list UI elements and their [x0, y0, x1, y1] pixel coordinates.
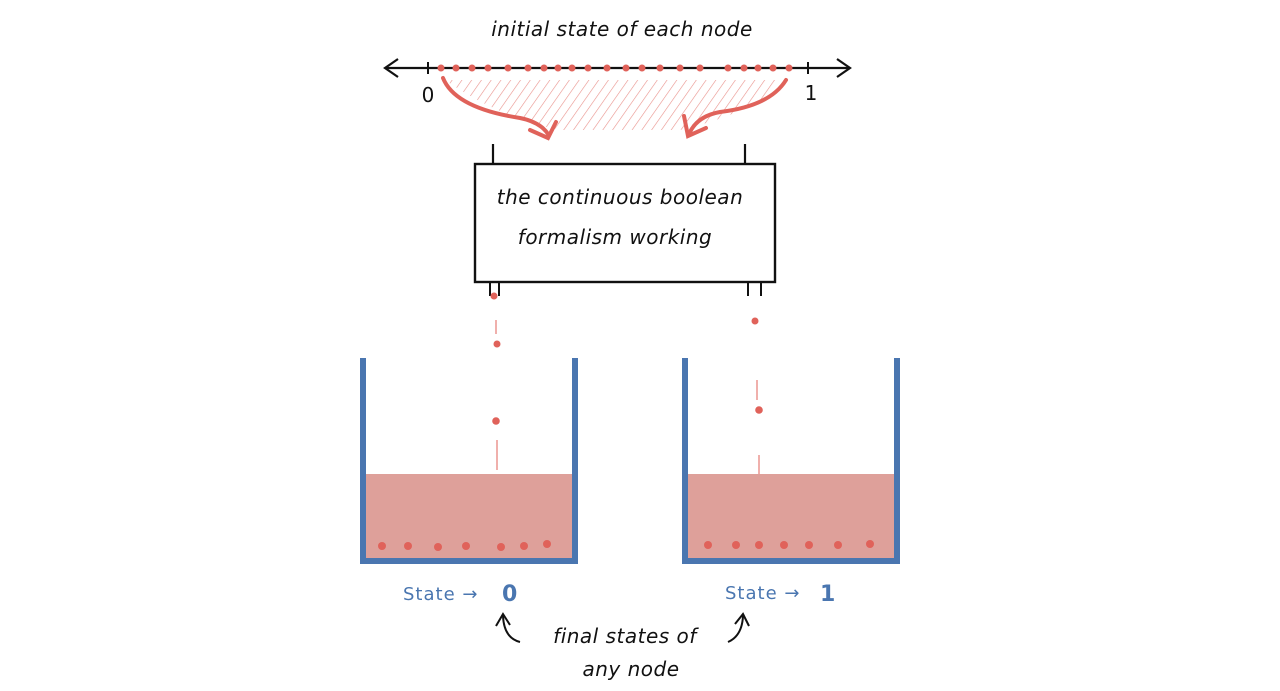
- left-bucket-label: State →: [403, 584, 478, 605]
- caption-line1: final states of: [553, 624, 699, 648]
- settled-dots-right: [704, 540, 874, 549]
- box-text-line1: the continuous boolean: [497, 185, 744, 209]
- curved-arrow-right-icon: [727, 612, 750, 643]
- funnel-hatch: [445, 80, 790, 130]
- box-text-line2: formalism working: [518, 225, 712, 249]
- right-bucket-label: State →: [725, 583, 800, 604]
- process-box: the continuous boolean formalism working: [473, 144, 777, 296]
- curved-arrow-left-icon: [495, 612, 521, 643]
- falling-drops-left: [490, 292, 501, 504]
- axis-min-label: 0: [422, 83, 435, 107]
- axis-arrow-left-icon: [383, 58, 399, 78]
- bucket-right: [682, 358, 900, 564]
- settled-dots-left: [378, 540, 551, 551]
- right-bucket-value: 1: [820, 582, 835, 607]
- title: initial state of each node: [491, 17, 753, 41]
- bucket-left: [360, 358, 578, 564]
- inflow-arrows: [441, 76, 788, 141]
- axis-max-label: 1: [805, 81, 818, 105]
- initial-dots: [437, 64, 793, 72]
- axis-arrow-right-icon: [836, 58, 852, 78]
- left-bucket-value: 0: [502, 582, 517, 607]
- caption-line2: any node: [582, 657, 679, 681]
